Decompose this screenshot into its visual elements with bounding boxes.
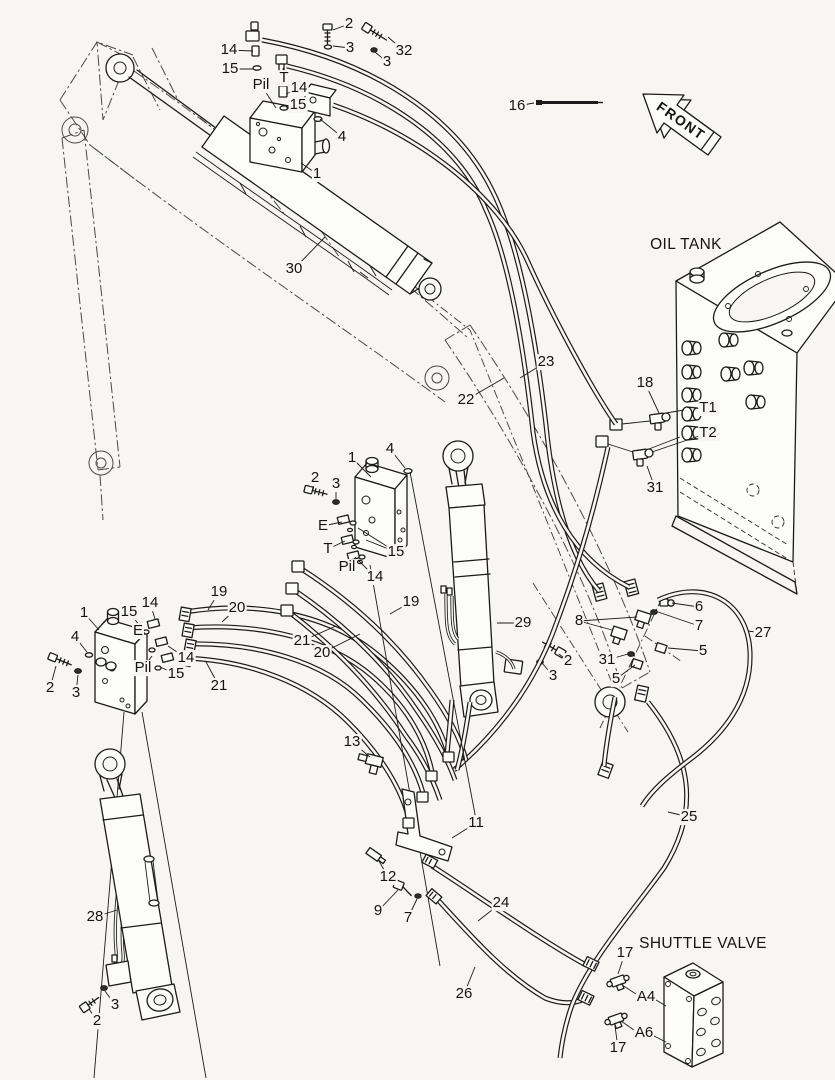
callout-label: 4 <box>69 628 81 646</box>
callout-label: 9 <box>372 902 384 920</box>
port-label: T1 <box>698 399 718 417</box>
port-label: E <box>131 622 145 640</box>
callout-label: 15 <box>386 543 406 561</box>
middle-valve-block <box>280 456 413 617</box>
callout-label: 2 <box>562 652 574 670</box>
callout-label: 22 <box>456 391 476 409</box>
callout-label: 18 <box>635 374 655 392</box>
callout-label: 28 <box>85 908 105 926</box>
port-label: E <box>316 517 330 535</box>
callout-label: 5 <box>697 642 709 660</box>
port-label: A6 <box>633 1024 655 1042</box>
callout-label: 32 <box>394 42 414 60</box>
hydraulic-hoses <box>110 37 753 1059</box>
callout-label: 11 <box>467 814 485 832</box>
callout-label: 29 <box>513 614 533 632</box>
callout-label: 19 <box>209 583 229 601</box>
callout-label: 24 <box>491 894 511 912</box>
bracket-and-fittings <box>357 471 479 967</box>
callout-label: 21 <box>209 677 229 695</box>
callout-label: 3 <box>381 53 393 71</box>
shuttle-fittings-17 <box>577 955 630 1030</box>
callout-label: 3 <box>344 39 356 57</box>
callout-label: 3 <box>547 667 559 685</box>
callout-label: 1 <box>78 604 90 622</box>
callout-label: 7 <box>693 617 705 635</box>
callout-label: 3 <box>109 996 121 1014</box>
oil-tank <box>671 221 835 595</box>
callout-label: 26 <box>454 985 474 1003</box>
callout-label: 15 <box>119 603 139 621</box>
callout-label: 14 <box>365 568 385 586</box>
callout-label: 5 <box>610 670 622 688</box>
port-label: T2 <box>698 424 718 442</box>
callout-label: 25 <box>679 808 699 826</box>
callout-label: 21 <box>292 632 312 650</box>
callout-label: 12 <box>378 868 398 886</box>
port-label: Pil <box>251 76 271 94</box>
callout-label: 3 <box>330 475 342 493</box>
front-arrow <box>642 93 722 156</box>
callout-label: 14 <box>289 79 309 97</box>
callout-label: 8 <box>573 612 585 630</box>
top-valve-block <box>245 21 388 173</box>
callout-label: 4 <box>384 440 396 458</box>
callout-label: 15 <box>220 60 240 78</box>
callout-label: 31 <box>597 651 617 669</box>
callout-label: 2 <box>91 1012 103 1030</box>
section-label: OIL TANK <box>649 235 723 254</box>
bucket-cylinder <box>440 440 567 718</box>
callout-label: 16 <box>507 97 527 115</box>
callout-label: 14 <box>176 649 196 667</box>
callout-label: 14 <box>140 594 160 612</box>
port-label: T <box>278 69 290 87</box>
port-label: A4 <box>635 988 657 1006</box>
rod-16 <box>536 100 603 105</box>
callout-label: 4 <box>336 128 348 146</box>
tank-fittings <box>595 409 685 467</box>
callout-label: 30 <box>284 260 304 278</box>
callout-label: 15 <box>288 96 308 114</box>
shuttle-valve-block <box>663 962 724 1068</box>
boom-cylinder <box>78 748 181 1021</box>
section-label: SHUTTLE VALVE <box>638 934 768 953</box>
callout-label: 3 <box>70 684 82 702</box>
callout-label: 17 <box>608 1039 628 1057</box>
callout-label: 2 <box>309 469 321 487</box>
callout-label: 14 <box>219 41 239 59</box>
callout-label: 31 <box>645 479 665 497</box>
callout-label: 27 <box>753 624 773 642</box>
callout-label: 20 <box>312 644 332 662</box>
callout-label: 6 <box>693 598 705 616</box>
callout-label: 13 <box>342 733 362 751</box>
callout-label: 17 <box>615 944 635 962</box>
callout-label: 2 <box>343 15 355 33</box>
callout-label: 15 <box>166 665 186 683</box>
callout-label: 2 <box>44 679 56 697</box>
port-label: T <box>322 540 334 558</box>
port-label: Pil <box>337 558 357 576</box>
arm-cylinder <box>105 53 442 301</box>
port-label: Pil <box>133 659 153 677</box>
callout-label: 20 <box>227 599 247 617</box>
callout-label: 1 <box>311 165 323 183</box>
callout-label: 7 <box>402 909 414 927</box>
callout-label: 19 <box>401 593 421 611</box>
callout-label: 1 <box>346 449 358 467</box>
callout-label: 23 <box>536 353 556 371</box>
